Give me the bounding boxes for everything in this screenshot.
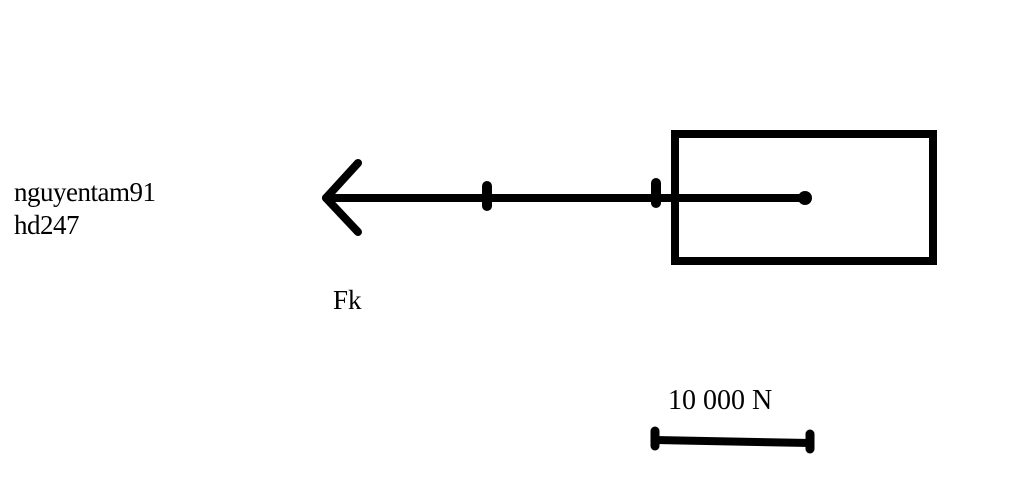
watermark-line-1: nguyentam91 [14,177,156,207]
application-point [798,191,812,205]
scale-bar [651,436,814,447]
force-label: Fk [333,285,362,315]
scale-label: 10 000 N [668,385,773,416]
watermark: nguyentam91 hd247 [14,176,156,242]
watermark-line-2: hd247 [14,210,80,240]
force-arrowhead [322,159,362,236]
